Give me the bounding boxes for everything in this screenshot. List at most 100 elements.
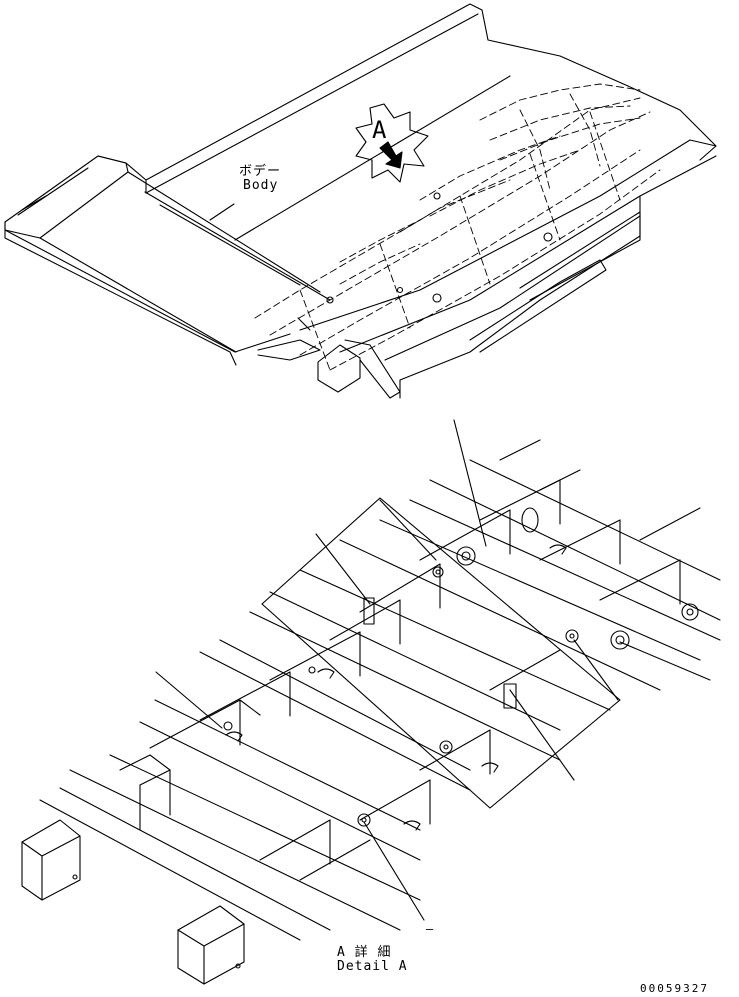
pivot-ring	[522, 508, 538, 532]
body-side-rail	[300, 140, 716, 330]
detail-label-en: Detail A	[337, 959, 408, 974]
block-edge	[204, 924, 244, 946]
pivot-boss	[682, 604, 698, 620]
drawing-number: 00059327	[640, 982, 709, 995]
leader-line	[364, 822, 424, 920]
floor-line	[160, 205, 300, 285]
star-washer	[566, 630, 578, 642]
canopy-line	[18, 168, 88, 215]
leader-line	[454, 420, 486, 546]
spring-plate	[504, 684, 516, 708]
cross-member-3	[200, 672, 290, 720]
floor-line	[235, 76, 510, 240]
hidden-subframe	[255, 84, 660, 370]
pivot-boss-hole	[687, 609, 693, 615]
pivot-boss-hole	[462, 552, 470, 560]
body-bolt	[398, 288, 403, 293]
floor-line	[128, 172, 320, 292]
canopy-line	[98, 156, 126, 163]
frame-rail-10	[270, 592, 560, 730]
cross-member-9	[540, 520, 620, 560]
frame-rail-6	[155, 700, 420, 830]
cross-member-4	[270, 632, 360, 680]
dump-body-view	[5, 4, 716, 398]
bolt	[309, 667, 315, 673]
leader-line	[156, 672, 222, 728]
block-edge	[22, 842, 42, 856]
block-edge	[178, 930, 204, 946]
body-canopy-top	[5, 156, 128, 238]
clip	[482, 763, 498, 772]
canopy-line	[22, 196, 46, 210]
block-edge	[42, 836, 80, 856]
cross-member-1	[120, 755, 170, 785]
bolt	[73, 875, 77, 879]
hinge-line	[298, 318, 310, 330]
body-side-rail-2	[340, 156, 716, 352]
hinge-arm	[345, 340, 400, 398]
cross-member-7	[420, 510, 510, 560]
body-canopy-edge	[5, 222, 236, 365]
frame-rail-8	[220, 640, 470, 770]
body-label-en: Body	[243, 178, 279, 193]
frame-rail-9	[250, 612, 560, 760]
hinge-block	[318, 345, 360, 392]
frame-end-block-right	[178, 906, 244, 984]
star-washer	[433, 567, 443, 577]
body-bolt	[434, 193, 440, 199]
body-canopy-edge-2	[5, 230, 290, 352]
frame-rail-4	[110, 755, 420, 900]
body-bolt	[433, 294, 441, 302]
hinge-plate	[258, 340, 320, 360]
star-washer	[440, 741, 452, 753]
frame-rail-11	[300, 570, 610, 710]
cross-member-15	[490, 650, 560, 690]
clip	[404, 821, 420, 830]
body-side-rail-3	[385, 216, 640, 360]
leader-line	[574, 640, 618, 700]
canopy-line	[40, 238, 236, 352]
body-side-bracket	[470, 260, 606, 352]
bolt	[224, 722, 232, 730]
pivot-boss-hole	[616, 636, 624, 644]
frame-rail-15	[430, 480, 720, 620]
leader-line	[316, 534, 370, 604]
callout-arrow	[380, 142, 402, 168]
clip	[318, 669, 334, 678]
frame-rail-2	[60, 788, 330, 930]
bolt	[236, 964, 240, 968]
leader-line	[540, 470, 580, 490]
body-side-skirt	[520, 212, 640, 300]
frame-detail-view	[22, 420, 720, 984]
pivot-boss	[457, 547, 475, 565]
callout-star-a	[356, 104, 428, 182]
leader-line	[380, 500, 436, 560]
pivot-boss	[611, 631, 629, 649]
frame-rail-12	[340, 540, 660, 690]
floor-line	[145, 192, 330, 300]
cross-member-16	[640, 508, 700, 540]
body-bolt	[327, 297, 333, 303]
cross-member-14	[420, 730, 490, 770]
cross-member-11	[260, 820, 330, 860]
body-label-jp: ボデー	[239, 164, 282, 179]
frame-rail-3	[70, 770, 400, 930]
frame-rail-1	[40, 800, 300, 940]
cross-member-5	[330, 600, 400, 640]
cross-member-6	[360, 564, 440, 612]
cross-member-12	[300, 840, 370, 880]
leader-line	[510, 690, 574, 780]
clip	[226, 732, 242, 741]
body-floor-outline	[126, 4, 716, 180]
frame-rail-14	[410, 500, 720, 640]
floor-line	[146, 14, 478, 193]
cross-member-13	[360, 780, 430, 820]
body-side-rail-4	[400, 236, 640, 398]
frame-rail-13	[380, 520, 700, 660]
cross-member-17	[500, 440, 540, 460]
spring-plate	[364, 598, 374, 624]
body-bolt	[544, 233, 552, 241]
detail-label-jp: A 詳 細	[337, 945, 392, 960]
detail-boundary	[262, 498, 620, 808]
